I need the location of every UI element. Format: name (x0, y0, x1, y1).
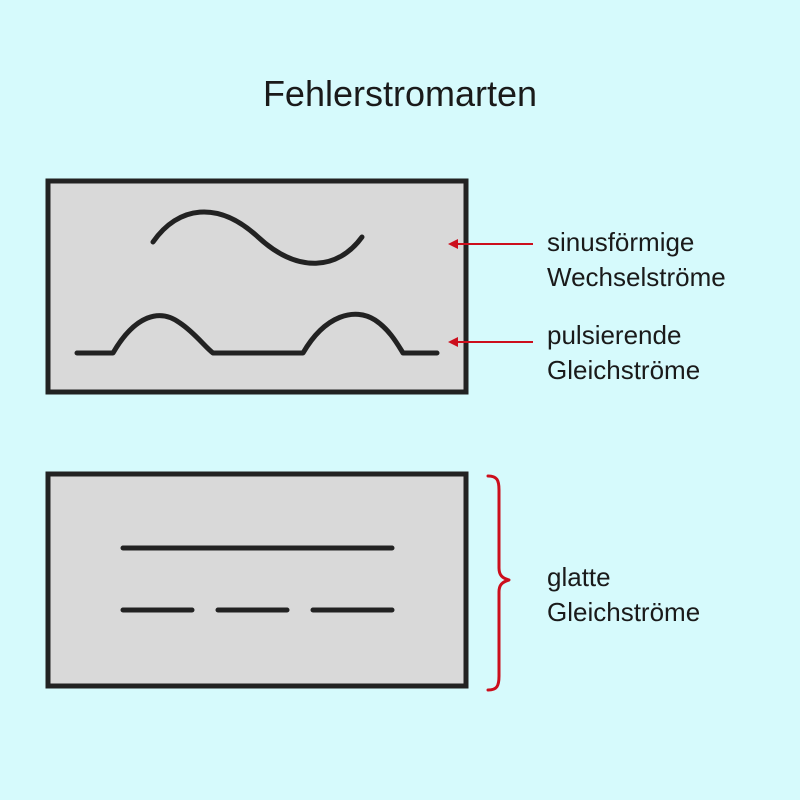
label-glatt-line2: Gleichströme (547, 597, 701, 627)
label-glatt-line1: glatte (547, 562, 611, 592)
top-panel (45, 178, 469, 395)
page-title: Fehlerstromarten (262, 73, 538, 114)
label-sinus-line2: Wechselströme (547, 262, 726, 292)
label-pulsierend-line1: pulsierende (547, 320, 682, 350)
bottom-panel (45, 471, 469, 689)
label-pulsierend-line2: Gleichströme (547, 355, 701, 385)
label-sinus: sinusförmige Wechselströme (547, 225, 726, 295)
label-pulsierend: pulsierende Gleichströme (547, 318, 700, 388)
label-sinus-line1: sinusförmige (547, 227, 695, 257)
pulsating-dc-symbol (74, 311, 440, 356)
curly-brace (486, 474, 511, 692)
sine-wave-symbol (150, 209, 365, 266)
label-glatt: glatte Gleichströme (547, 560, 700, 630)
